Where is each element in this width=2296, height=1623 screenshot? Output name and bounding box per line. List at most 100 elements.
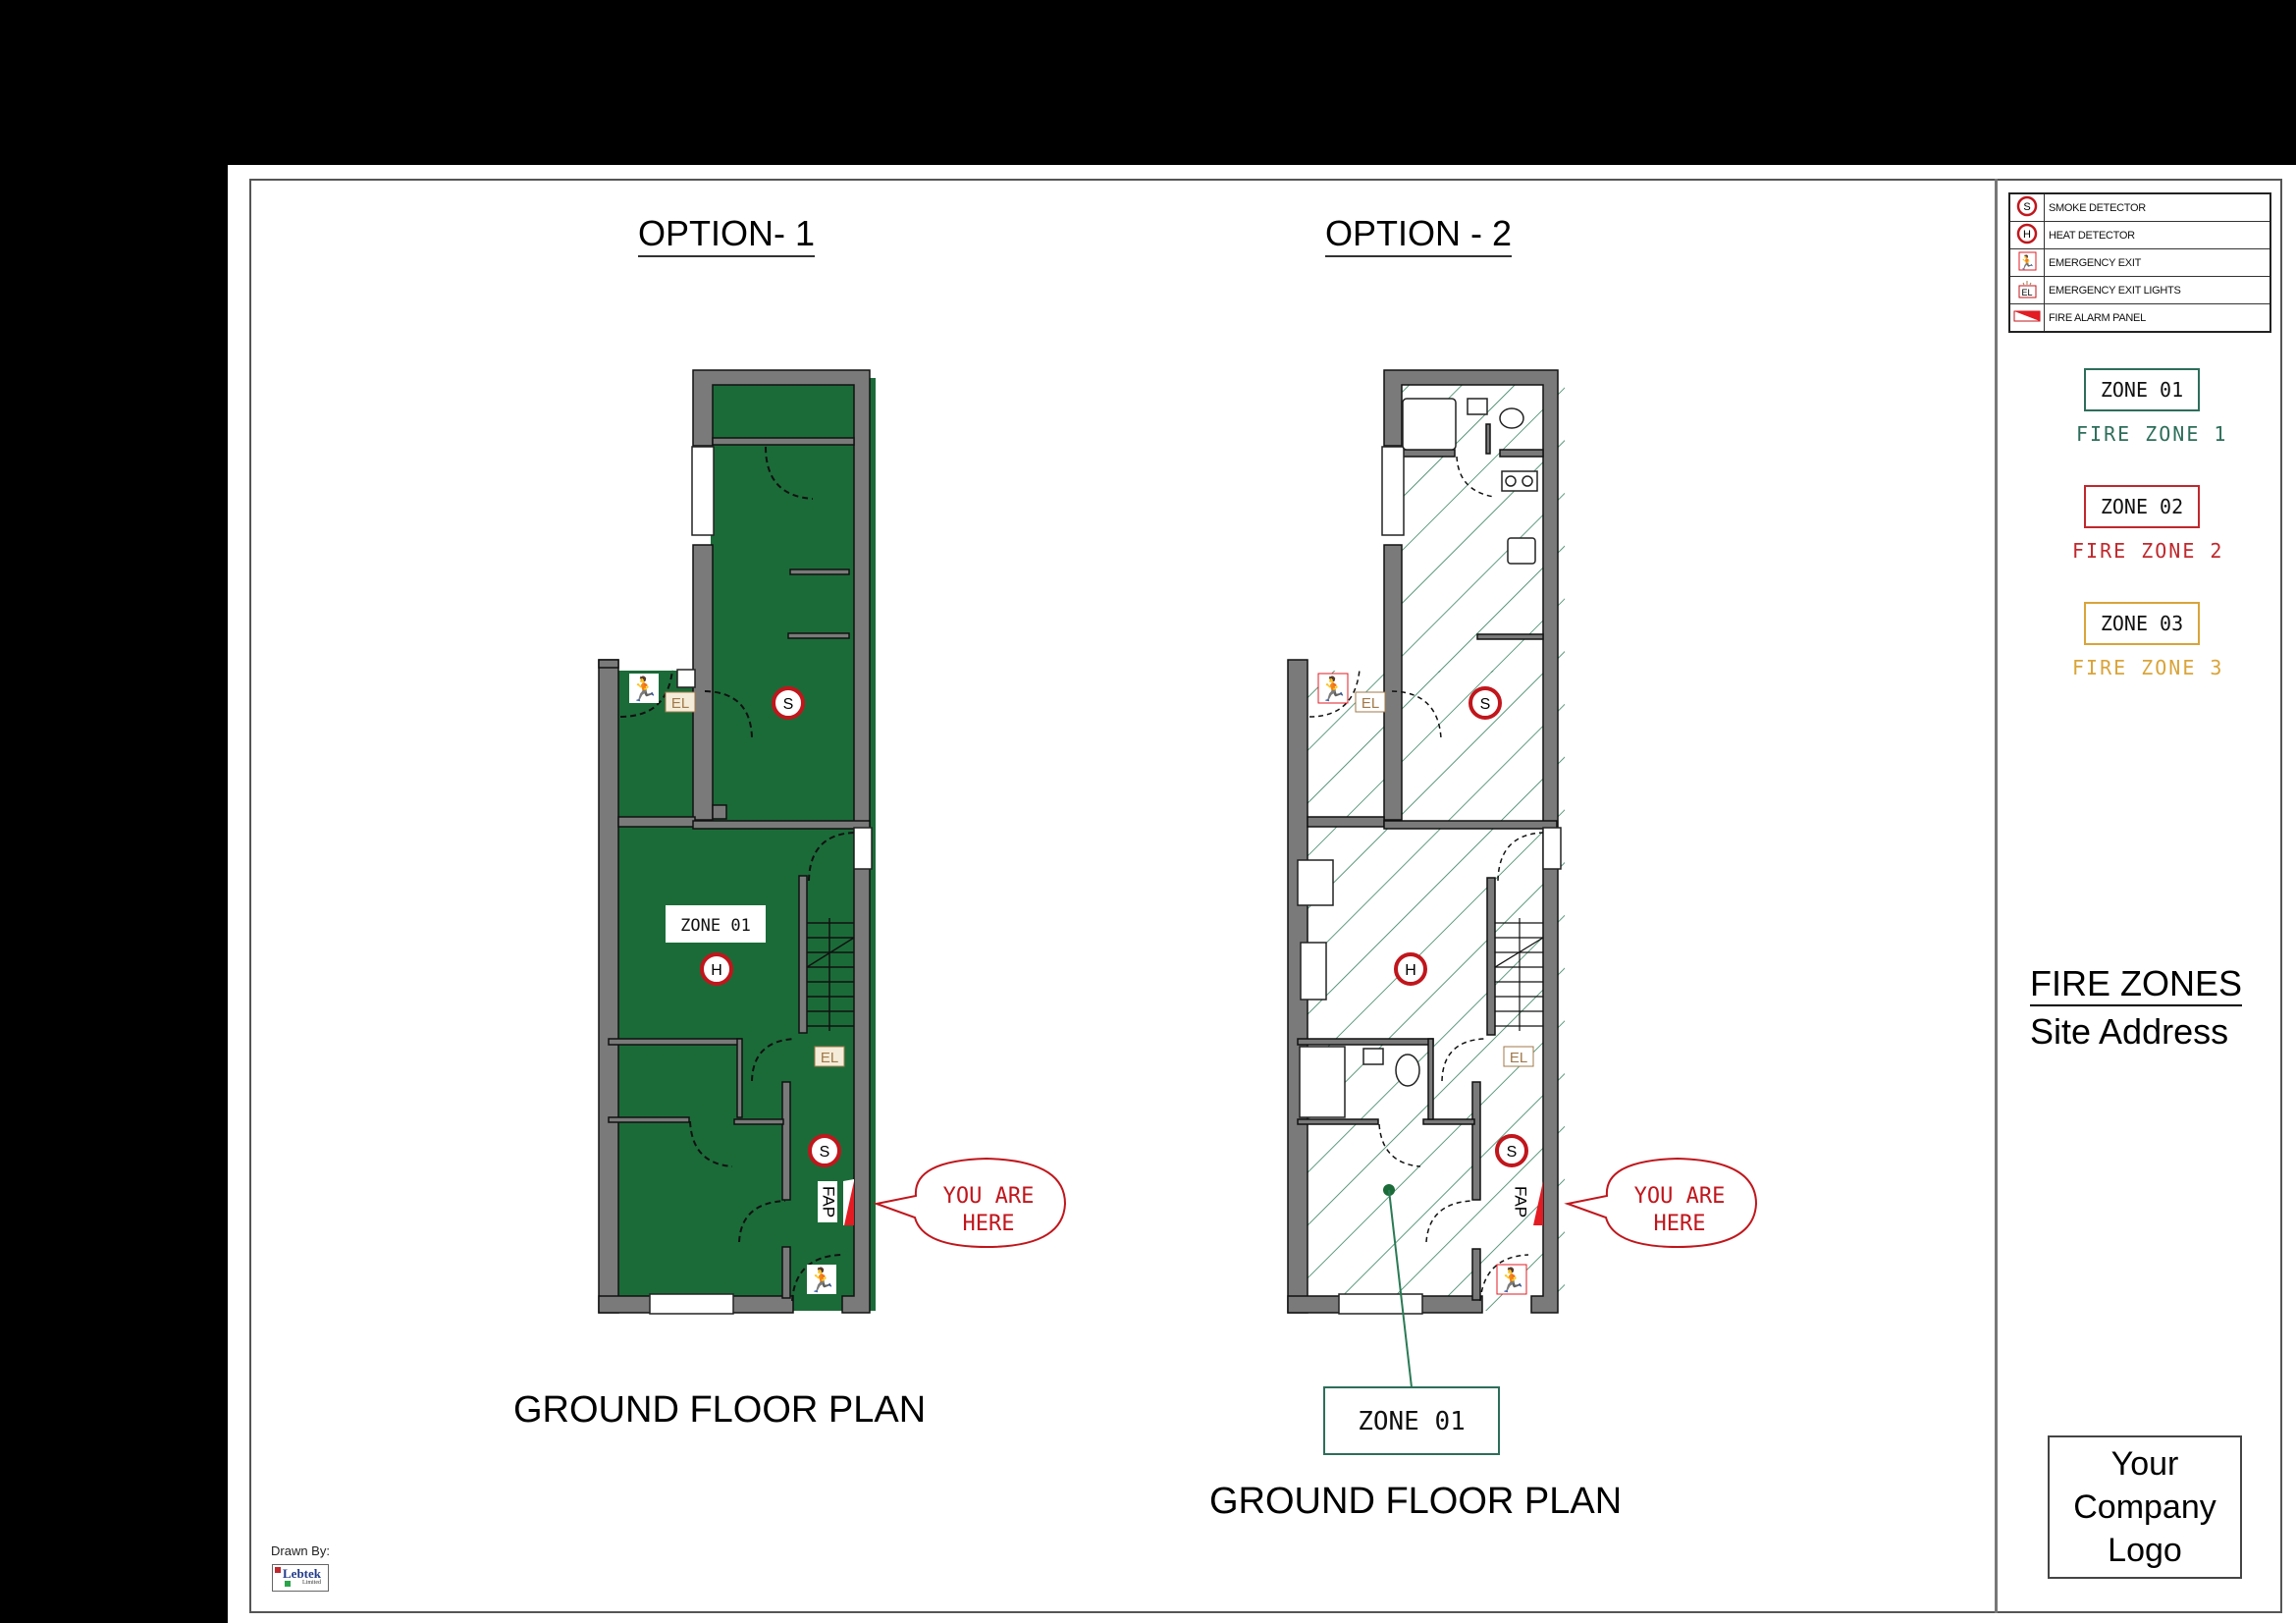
- smoke-detector-icon: S: [2016, 195, 2038, 217]
- svg-text:FAP: FAP: [820, 1186, 838, 1217]
- option-1-stairs: [806, 918, 855, 1031]
- legend-label: FIRE ALARM PANEL: [2044, 303, 2271, 333]
- site-address: Site Address: [2030, 1011, 2229, 1052]
- option-2-emergency-light-2: EL: [1503, 1046, 1534, 1067]
- legend-row-emergency-exit: 🏃 EMERGENCY EXIT: [2008, 248, 2271, 277]
- option-1-emergency-exit-2: 🏃: [807, 1265, 836, 1294]
- svg-text:YOU ARE: YOU ARE: [943, 1184, 1035, 1209]
- emergency-exit-icon: 🏃: [2018, 251, 2037, 271]
- option-1-plan-label: GROUND FLOOR PLAN: [513, 1389, 927, 1431]
- logo-line: Your: [2110, 1445, 2179, 1483]
- svg-text:S: S: [1480, 696, 1491, 713]
- svg-text:EL: EL: [671, 695, 689, 712]
- drawn-by-logo: Lebtek Limited: [272, 1564, 329, 1592]
- fire-alarm-panel-icon: [2013, 310, 2041, 322]
- option-2-floor-plan: S H S EL EL 🏃 🏃 FAP YOU ARE HERE ZONE 01: [1287, 369, 1758, 1455]
- option-2-emergency-exit-2: 🏃: [1496, 1264, 1527, 1295]
- drawing-frame: [249, 179, 2282, 1613]
- zone-key-01: ZONE 01: [2084, 368, 2200, 411]
- legend-row-heat-detector: H HEAT DETECTOR: [2008, 221, 2271, 249]
- svg-text:EL: EL: [2021, 288, 2032, 298]
- svg-text:🏃: 🏃: [629, 676, 659, 703]
- option-1-emergency-light-1: EL: [665, 691, 696, 713]
- svg-text:HERE: HERE: [963, 1212, 1015, 1236]
- svg-text:EL: EL: [1510, 1050, 1527, 1066]
- svg-text:🏃: 🏃: [1497, 1267, 1526, 1294]
- option-1-floor-plan: ZONE 01 S H S EL EL 🏃 🏃 FAP YOU ARE: [598, 369, 1067, 1315]
- logo-line: Logo: [2108, 1532, 2182, 1569]
- heat-detector-icon: H: [2016, 223, 2038, 244]
- option-1-floor-fill: [613, 378, 876, 1311]
- svg-text:H: H: [711, 962, 722, 979]
- option-2-zone-leader: [1383, 1184, 1413, 1388]
- option-2-walls: [1287, 369, 1559, 1314]
- option-2-emergency-exit-1: 🏃: [1317, 673, 1349, 704]
- legend-row-smoke-detector: S SMOKE DETECTOR: [2008, 192, 2271, 222]
- option-2-floor-hatch: [1300, 378, 1565, 1311]
- legend-label: EMERGENCY EXIT LIGHTS: [2044, 276, 2271, 304]
- option-2-smoke-detector-1: S: [1468, 686, 1502, 720]
- option-2-windows: [1338, 446, 1562, 1315]
- legend-label: EMERGENCY EXIT: [2044, 248, 2271, 277]
- sheet-title: FIRE ZONES: [2030, 964, 2243, 1006]
- title-block-divider: [1995, 179, 1998, 1613]
- svg-text:H: H: [1405, 962, 1416, 979]
- option-2-heat-detector: H: [1394, 952, 1427, 986]
- option-2-smoke-detector-2: S: [1495, 1134, 1528, 1167]
- option-2-fixtures: [1297, 398, 1538, 1118]
- svg-text:S: S: [820, 1144, 830, 1161]
- svg-text:ZONE 01: ZONE 01: [1358, 1407, 1466, 1436]
- company-logo-placeholder: Your Company Logo: [2048, 1435, 2242, 1579]
- svg-text:H: H: [2023, 229, 2031, 241]
- option-2-door-swings: [1308, 456, 1544, 1302]
- svg-text:FAP: FAP: [1512, 1186, 1530, 1217]
- option-1-title: OPTION- 1: [638, 214, 816, 257]
- option-1-emergency-exit-1: 🏃: [629, 674, 659, 703]
- svg-text:🏃: 🏃: [1318, 676, 1348, 703]
- option-1-smoke-detector-1: S: [772, 686, 805, 720]
- legend-row-fire-alarm-panel: FIRE ALARM PANEL: [2008, 303, 2271, 333]
- option-1-emergency-light-2: EL: [814, 1046, 845, 1067]
- logo-green-square: [285, 1581, 291, 1587]
- svg-text:🏃: 🏃: [2018, 254, 2035, 270]
- legend-label: HEAT DETECTOR: [2044, 221, 2271, 249]
- drawn-by-label: Drawn By:: [271, 1543, 330, 1558]
- svg-text:S: S: [783, 696, 794, 713]
- option-2-stairs: [1494, 918, 1544, 1031]
- option-2-emergency-light-1: EL: [1355, 691, 1386, 713]
- svg-text:YOU ARE: YOU ARE: [1634, 1184, 1726, 1209]
- svg-text:ZONE 01: ZONE 01: [680, 916, 751, 936]
- zone-key-03: ZONE 03: [2084, 602, 2200, 645]
- option-1-heat-detector: H: [700, 952, 733, 986]
- svg-text:S: S: [1507, 1144, 1518, 1161]
- option-2-plan-label: GROUND FLOOR PLAN: [1209, 1481, 1623, 1522]
- option-2-zone-tag: ZONE 01: [1323, 1386, 1500, 1455]
- logo-red-square: [275, 1567, 281, 1573]
- svg-text:EL: EL: [1362, 695, 1379, 712]
- option-1-smoke-detector-2: S: [808, 1134, 841, 1167]
- svg-text:S: S: [2023, 201, 2030, 213]
- option-2-you-are-here-callout: YOU ARE HERE: [1564, 1157, 1758, 1249]
- option-1-walls: [598, 369, 871, 1314]
- svg-text:EL: EL: [821, 1050, 838, 1066]
- zone-key-02: ZONE 02: [2084, 485, 2200, 528]
- option-1-you-are-here-callout: YOU ARE HERE: [873, 1157, 1067, 1249]
- fire-zone-1-label: FIRE ZONE 1: [2076, 422, 2228, 446]
- option-1-door-swings: [619, 446, 855, 1302]
- drawing-sheet: [228, 165, 2296, 1623]
- svg-text:🏃: 🏃: [807, 1267, 836, 1294]
- option-2-fire-alarm-panel: FAP: [1512, 1181, 1543, 1225]
- logo-text: Lebtek: [283, 1566, 321, 1581]
- fire-zone-2-label: FIRE ZONE 2: [2072, 539, 2224, 563]
- fire-zone-3-label: FIRE ZONE 3: [2072, 656, 2224, 679]
- legend-row-emergency-exit-lights: EL EMERGENCY EXIT LIGHTS: [2008, 276, 2271, 304]
- svg-text:HERE: HERE: [1654, 1212, 1706, 1236]
- legend-label: SMOKE DETECTOR: [2044, 192, 2271, 222]
- emergency-exit-lights-icon: EL: [2018, 281, 2037, 298]
- logo-subtext: Limited: [302, 1580, 321, 1586]
- option-1-zone-tag: ZONE 01: [666, 905, 766, 943]
- symbol-legend: S SMOKE DETECTOR H HEAT DETECTOR 🏃 EMERG…: [2008, 192, 2271, 333]
- option-2-title: OPTION - 2: [1325, 214, 1513, 257]
- option-1-windows: [649, 446, 873, 1315]
- option-1-fire-alarm-panel: FAP: [818, 1179, 854, 1225]
